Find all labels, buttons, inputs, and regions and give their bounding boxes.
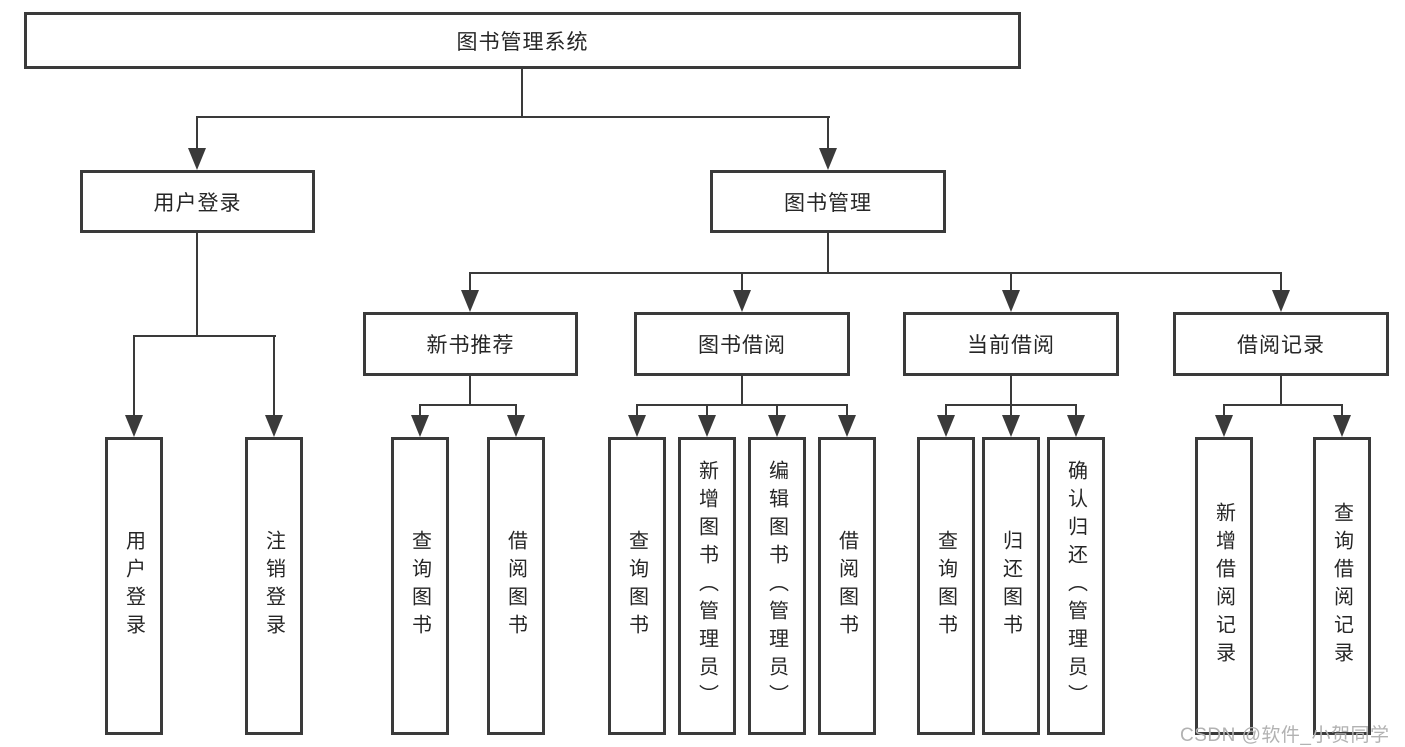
- connector-bookmgmt-stem: [827, 233, 829, 274]
- leaf-user-login: 用户登录: [105, 437, 163, 735]
- arrowhead-user-login: [188, 148, 206, 170]
- node-current-borrow: 当前借阅: [903, 312, 1119, 376]
- connector-records-stem: [1280, 376, 1282, 406]
- arrowhead-g4-return: [1002, 415, 1020, 437]
- connector-drop-g4-return: [1010, 404, 1012, 417]
- arrowhead-recommend: [461, 290, 479, 312]
- arrowhead-g5-query: [1333, 415, 1351, 437]
- leaf-query-books-current: 查询图书: [917, 437, 975, 735]
- leaf-confirm-return-admin: 确认归还（管理员）: [1047, 437, 1105, 735]
- connector-root-stem: [521, 69, 523, 118]
- connector-drop-g3-query: [636, 404, 638, 417]
- connector-borrow-stem: [741, 376, 743, 406]
- node-borrow-records: 借阅记录: [1173, 312, 1389, 376]
- leaf-edit-books-admin: 编辑图书（管理员）: [748, 437, 806, 735]
- connector-userlogin-bar: [133, 335, 276, 337]
- leaf-query-books-borrow: 查询图书: [608, 437, 666, 735]
- arrowhead-records: [1272, 290, 1290, 312]
- arrowhead-borrow: [733, 290, 751, 312]
- connector-drop-leaf-logout: [273, 335, 275, 417]
- node-book-borrow: 图书借阅: [634, 312, 850, 376]
- connector-borrow-bar: [636, 404, 848, 406]
- arrowhead-book-mgmt: [819, 148, 837, 170]
- connector-drop-g3-add: [706, 404, 708, 417]
- connector-recommend-bar: [419, 404, 517, 406]
- arrowhead-leaf-login: [125, 415, 143, 437]
- leaf-return-books: 归还图书: [982, 437, 1040, 735]
- leaf-query-books-recommend: 查询图书: [391, 437, 449, 735]
- csdn-watermark: CSDN @软件_小贺同学: [1180, 725, 1390, 746]
- connector-drop-g2-query: [419, 404, 421, 417]
- leaf-borrow-books-recommend: 借阅图书: [487, 437, 545, 735]
- arrowhead-g5-add: [1215, 415, 1233, 437]
- connector-userlogin-stem: [196, 233, 198, 337]
- arrowhead-g3-add: [698, 415, 716, 437]
- leaf-add-borrow-record: 新增借阅记录: [1195, 437, 1253, 735]
- node-user-login: 用户登录: [80, 170, 315, 233]
- arrowhead-current: [1002, 290, 1020, 312]
- connector-current-stem: [1010, 376, 1012, 406]
- node-root-library-system: 图书管理系统: [24, 12, 1021, 69]
- leaf-logout: 注销登录: [245, 437, 303, 735]
- leaf-add-books-admin: 新增图书（管理员）: [678, 437, 736, 735]
- connector-drop-records: [1280, 272, 1282, 292]
- connector-drop-book-mgmt: [827, 116, 829, 150]
- connector-level3-bar: [469, 272, 1282, 274]
- arrowhead-leaf-logout: [265, 415, 283, 437]
- connector-drop-g4-query: [945, 404, 947, 417]
- connector-drop-borrow: [741, 272, 743, 292]
- arrowhead-g3-edit: [768, 415, 786, 437]
- leaf-borrow-books: 借阅图书: [818, 437, 876, 735]
- connector-drop-g4-confirm: [1075, 404, 1077, 417]
- connector-drop-recommend: [469, 272, 471, 292]
- connector-drop-g2-borrow: [515, 404, 517, 417]
- connector-drop-g5-query: [1341, 404, 1343, 417]
- arrowhead-g3-query: [628, 415, 646, 437]
- connector-drop-g3-edit: [776, 404, 778, 417]
- node-book-management: 图书管理: [710, 170, 946, 233]
- arrowhead-g3-borrow: [838, 415, 856, 437]
- leaf-query-borrow-record: 查询借阅记录: [1313, 437, 1371, 735]
- connector-drop-g3-borrow: [846, 404, 848, 417]
- arrowhead-g2-query: [411, 415, 429, 437]
- arrowhead-g2-borrow: [507, 415, 525, 437]
- node-new-book-recommend: 新书推荐: [363, 312, 578, 376]
- connector-level2-bar: [196, 116, 830, 118]
- connector-records-bar: [1223, 404, 1343, 406]
- connector-drop-g5-add: [1223, 404, 1225, 417]
- connector-drop-leaf-login: [133, 335, 135, 417]
- arrowhead-g4-query: [937, 415, 955, 437]
- connector-drop-user-login: [196, 116, 198, 150]
- connector-recommend-stem: [469, 376, 471, 406]
- arrowhead-g4-confirm: [1067, 415, 1085, 437]
- connector-drop-current: [1010, 272, 1012, 292]
